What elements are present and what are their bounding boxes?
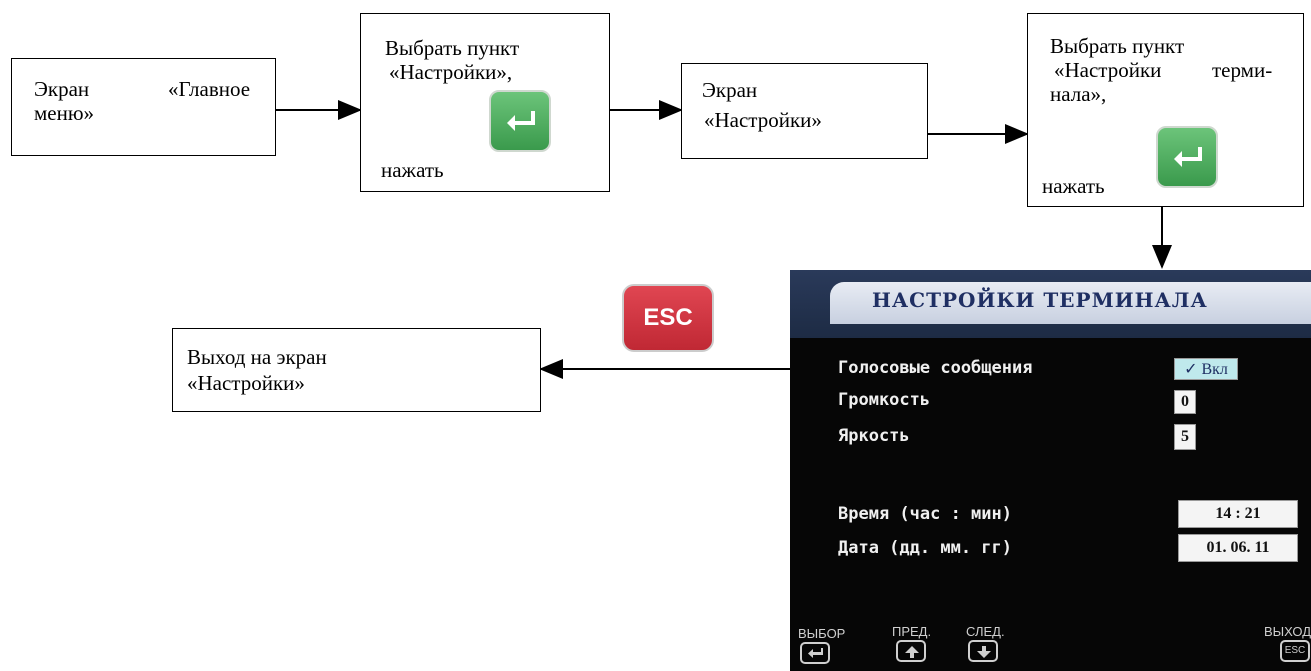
enter-arrow-icon <box>808 648 823 658</box>
footer-next-key[interactable] <box>968 640 998 662</box>
select-settings-step-box: Выбрать пункт «Настройки», нажать <box>360 13 610 192</box>
select-terminal-settings-step-box: Выбрать пункт «Настройки терми- нала», н… <box>1027 13 1304 207</box>
main-menu-screen-box: Экран «Главное меню» <box>11 58 276 156</box>
exit-to-settings-box: Выход на экран «Настройки» <box>172 328 541 412</box>
settings-text-2: «Настройки» <box>704 108 822 132</box>
footer-select-label: ВЫБОР <box>798 626 846 641</box>
footer-select-key[interactable] <box>800 642 830 664</box>
date-label: Дата (дд. мм. гг) <box>838 538 1012 558</box>
exit-text-1: Выход на экран <box>187 345 327 369</box>
step2-text-2b: терми- <box>1212 58 1273 82</box>
step2-text-2a: «Настройки <box>1054 58 1162 82</box>
brightness-label: Яркость <box>838 426 910 446</box>
voice-messages-value[interactable]: ✓ Вкл <box>1174 358 1238 380</box>
step2-text-3: нала», <box>1050 82 1107 106</box>
footer-exit-key[interactable]: ESC <box>1280 640 1310 662</box>
esc-button-icon: ESC <box>622 284 714 352</box>
date-value[interactable]: 01. 06. 11 <box>1178 534 1298 562</box>
time-label: Время (час : мин) <box>838 504 1012 524</box>
voice-messages-label: Голосовые сообщения <box>838 358 1033 378</box>
screen-title-bar <box>830 282 1311 324</box>
enter-arrow-icon <box>507 111 535 131</box>
step2-text-1: Выбрать пункт <box>1050 34 1185 58</box>
enter-button-icon <box>1156 126 1218 188</box>
exit-text-2: «Настройки» <box>187 371 305 395</box>
footer-prev-key[interactable] <box>896 640 926 662</box>
arrow-down-icon <box>977 646 991 658</box>
voice-messages-value-text: Вкл <box>1201 361 1228 378</box>
check-icon: ✓ <box>1184 361 1198 378</box>
enter-arrow-icon <box>1174 147 1202 167</box>
enter-button-icon <box>489 90 551 152</box>
time-value[interactable]: 14 : 21 <box>1178 500 1298 528</box>
screen-title: НАСТРОЙКИ ТЕРМИНАЛА <box>872 288 1208 312</box>
step1-text-1: Выбрать пункт <box>385 36 520 60</box>
main-menu-text-1a: Экран <box>34 77 90 101</box>
step2-press-text: нажать <box>1042 174 1105 198</box>
brightness-value[interactable]: 5 <box>1174 424 1196 450</box>
footer-prev-label: ПРЕД. <box>892 624 932 639</box>
main-menu-text-1b: «Главное <box>168 77 251 101</box>
step1-press-text: нажать <box>381 158 444 182</box>
terminal-settings-screen: НАСТРОЙКИ ТЕРМИНАЛА Голосовые сообщения … <box>790 270 1311 671</box>
main-menu-text-2: меню» <box>34 101 95 125</box>
footer-exit-label: ВЫХОД <box>1264 624 1311 639</box>
settings-text-1: Экран <box>702 78 758 102</box>
step1-text-2: «Настройки», <box>389 60 513 84</box>
volume-label: Громкость <box>838 390 931 410</box>
footer-next-label: СЛЕД. <box>966 624 1005 639</box>
arrow-up-icon <box>905 646 919 658</box>
volume-value[interactable]: 0 <box>1174 390 1196 414</box>
settings-screen-box: Экран «Настройки» <box>681 63 928 159</box>
